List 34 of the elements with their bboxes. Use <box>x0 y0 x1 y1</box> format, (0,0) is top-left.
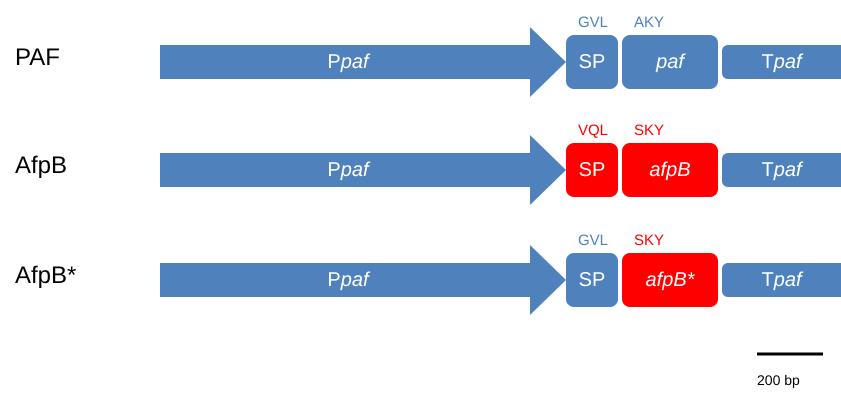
gene-box <box>622 143 718 197</box>
node-label: Tpaf <box>761 268 802 292</box>
gene-box <box>622 35 718 89</box>
terminator-box <box>722 263 841 297</box>
construct-name: AfpB <box>15 152 68 180</box>
construct-name: PAF <box>15 44 60 72</box>
signal-peptide-box <box>566 143 618 197</box>
signal-peptide-box <box>566 253 618 307</box>
construct-name: AfpB* <box>15 262 76 290</box>
sequence-label: VQL <box>578 122 608 139</box>
terminator-box <box>722 153 841 187</box>
sequence-label: SKY <box>634 232 664 249</box>
sequence-label: AKY <box>634 14 664 31</box>
node-label: paf <box>656 50 684 74</box>
node-label: SP <box>578 268 606 292</box>
promoter-region <box>160 245 566 315</box>
sequence-label: GVL <box>578 232 608 249</box>
gene-box <box>622 253 718 307</box>
node-label: afpB <box>649 158 691 182</box>
promoter-region <box>160 135 566 205</box>
node-label: SP <box>578 158 606 182</box>
promoter-region <box>160 27 566 97</box>
node-label: afpB* <box>646 268 694 292</box>
node-label: SP <box>578 50 606 74</box>
scale-label: 200 bp <box>757 372 800 388</box>
node-label: Tpaf <box>761 158 802 182</box>
node-label: Tpaf <box>761 50 802 74</box>
signal-peptide-box <box>566 35 618 89</box>
node-label: Ppaf <box>327 268 369 292</box>
sequence-label: SKY <box>634 122 664 139</box>
node-label: Ppaf <box>327 158 369 182</box>
terminator-box <box>722 45 841 79</box>
node-label: Ppaf <box>327 50 369 74</box>
sequence-label: GVL <box>578 14 608 31</box>
